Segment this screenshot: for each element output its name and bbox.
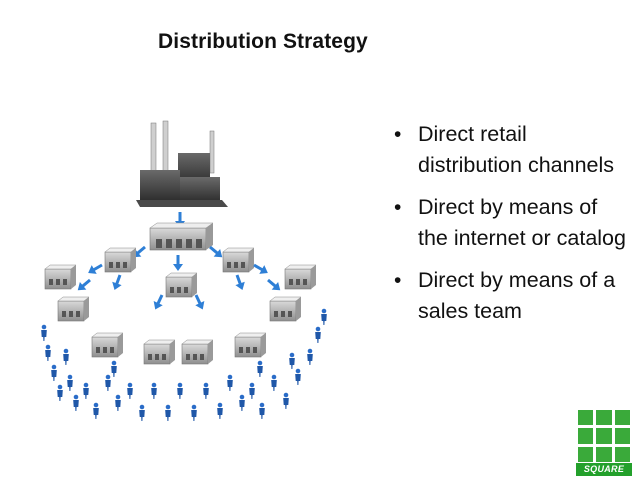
- factory-icon: [136, 121, 228, 207]
- store-icon: [223, 248, 254, 272]
- bullet-symbol: •: [394, 265, 401, 296]
- bullet-item: • Direct retail distribution channels: [392, 119, 632, 181]
- store-icon: [105, 248, 136, 272]
- bullet-symbol: •: [394, 119, 401, 150]
- bullet-item: • Direct by means of a sales team: [392, 265, 632, 327]
- person-icon: [41, 309, 327, 421]
- store-icon: [166, 273, 197, 297]
- bullet-text: Direct retail distribution channels: [418, 122, 614, 177]
- bullet-text: Direct by means of the internet or catal…: [418, 195, 626, 250]
- square-logo: SQUARE: [578, 410, 630, 476]
- logo-text: SQUARE: [576, 463, 632, 476]
- bullet-text: Direct by means of a sales team: [418, 268, 615, 323]
- slide-title: Distribution Strategy: [158, 30, 368, 54]
- distribution-illustration: [30, 115, 370, 435]
- logo-grid-icon: [578, 410, 630, 462]
- bullet-list: • Direct retail distribution channels • …: [392, 119, 632, 338]
- warehouse-icon: [150, 223, 213, 250]
- bullet-symbol: •: [394, 192, 401, 223]
- bullet-item: • Direct by means of the internet or cat…: [392, 192, 632, 254]
